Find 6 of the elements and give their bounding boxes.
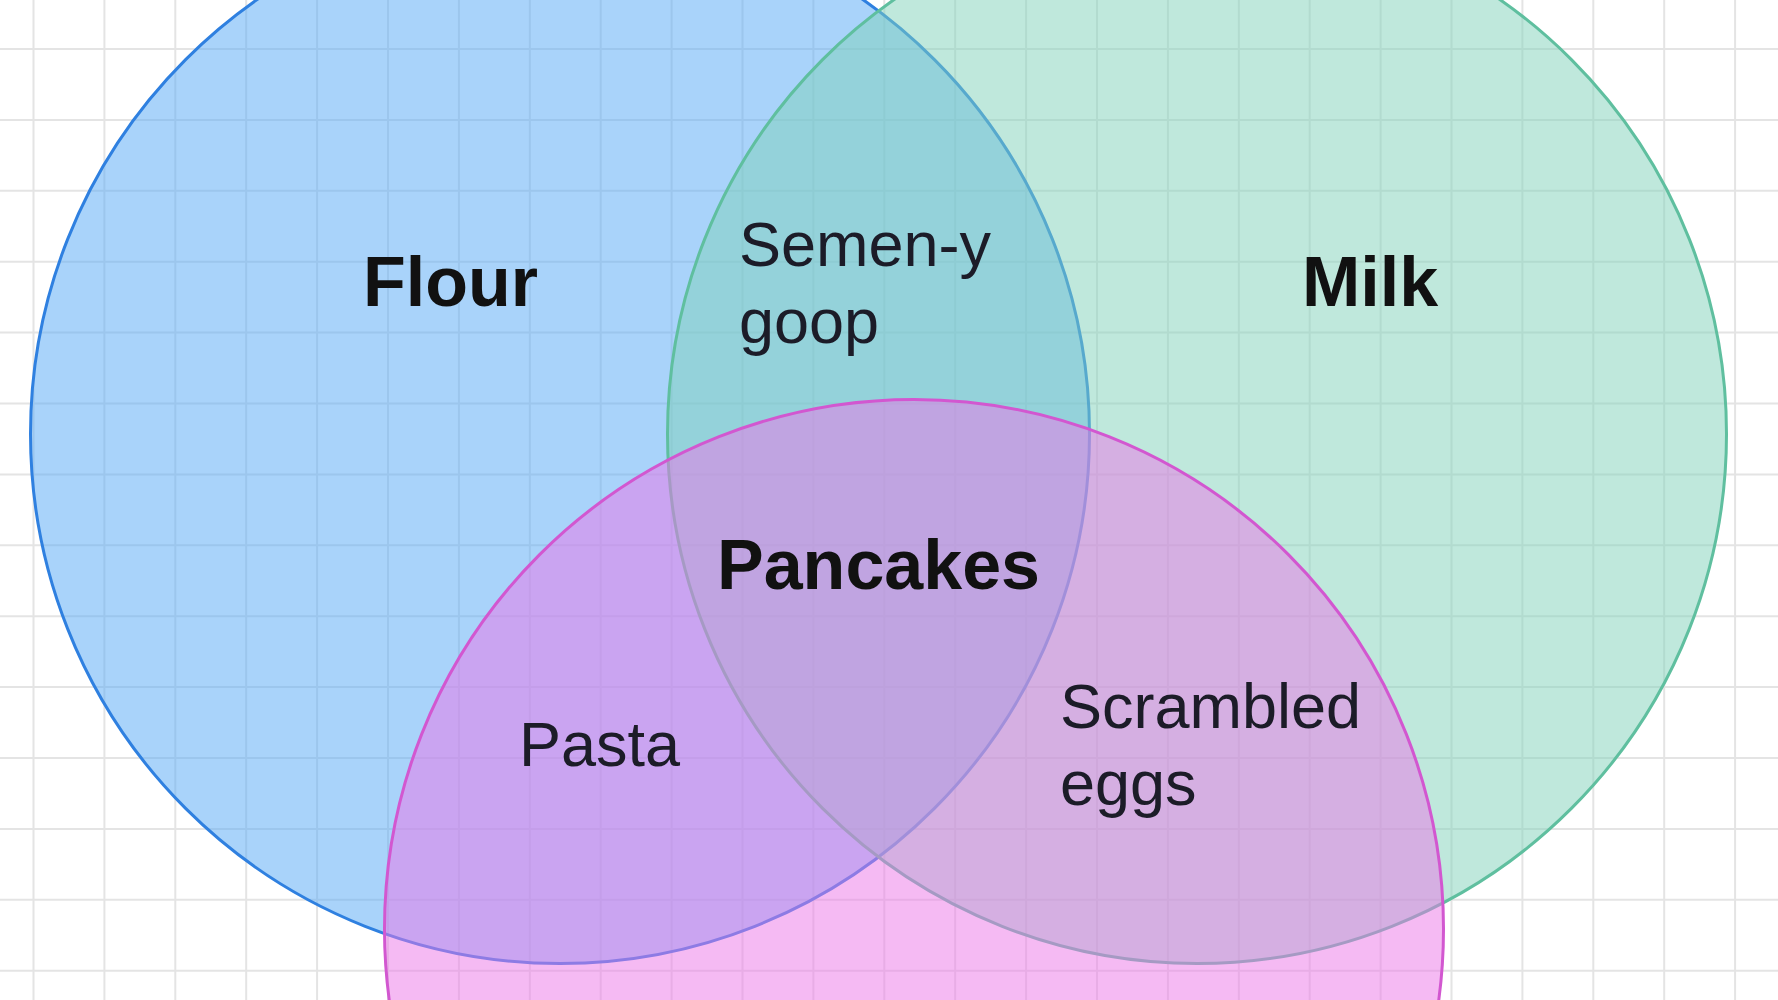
overlap-label: Pancakes [717,525,1041,606]
overlap-label: Pasta [519,708,681,781]
set-label: Flour [363,242,538,323]
overlap-label: Semen-y goop [739,208,993,358]
overlap-label: Scrambled eggs [1060,670,1363,820]
set-label: Milk [1302,242,1439,323]
